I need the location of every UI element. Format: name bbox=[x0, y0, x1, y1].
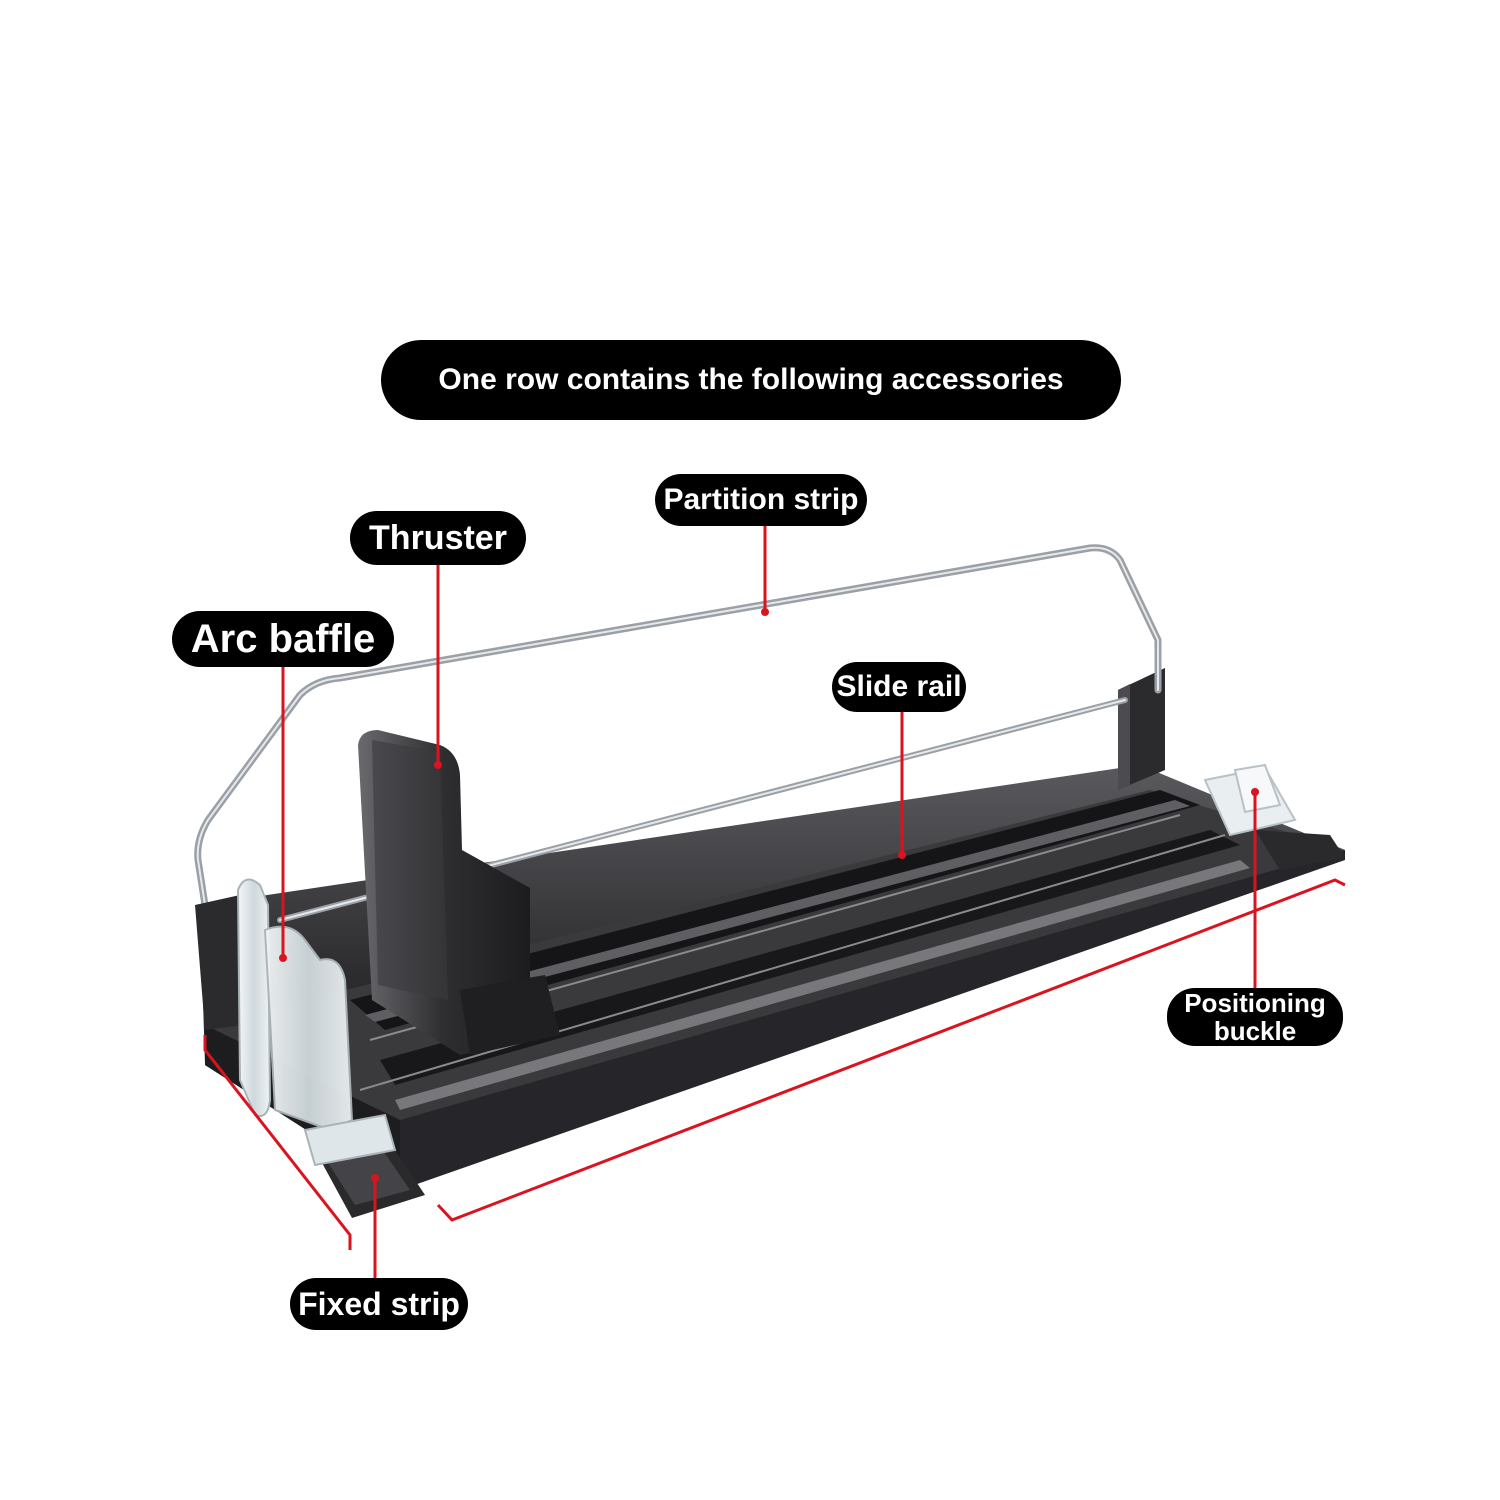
title-banner: One row contains the following accessori… bbox=[381, 340, 1121, 420]
label-positioning-buckle-line-1: Positioning bbox=[1184, 989, 1326, 1017]
label-slide-rail-text: Slide rail bbox=[836, 670, 961, 704]
label-positioning-buckle: Positioning buckle bbox=[1167, 988, 1343, 1046]
label-partition-strip-text: Partition strip bbox=[663, 483, 858, 517]
label-arc-baffle: Arc baffle bbox=[172, 611, 394, 667]
title-text: One row contains the following accessori… bbox=[438, 363, 1063, 397]
label-thruster-text: Thruster bbox=[369, 519, 507, 558]
thruster bbox=[358, 730, 560, 1055]
label-fixed-strip-text: Fixed strip bbox=[298, 1286, 460, 1323]
label-fixed-strip: Fixed strip bbox=[290, 1278, 468, 1330]
label-partition-strip: Partition strip bbox=[655, 474, 867, 526]
label-positioning-buckle-line-2: buckle bbox=[1214, 1017, 1296, 1045]
label-slide-rail: Slide rail bbox=[832, 662, 966, 712]
label-arc-baffle-text: Arc baffle bbox=[191, 617, 376, 662]
label-thruster: Thruster bbox=[350, 511, 526, 565]
